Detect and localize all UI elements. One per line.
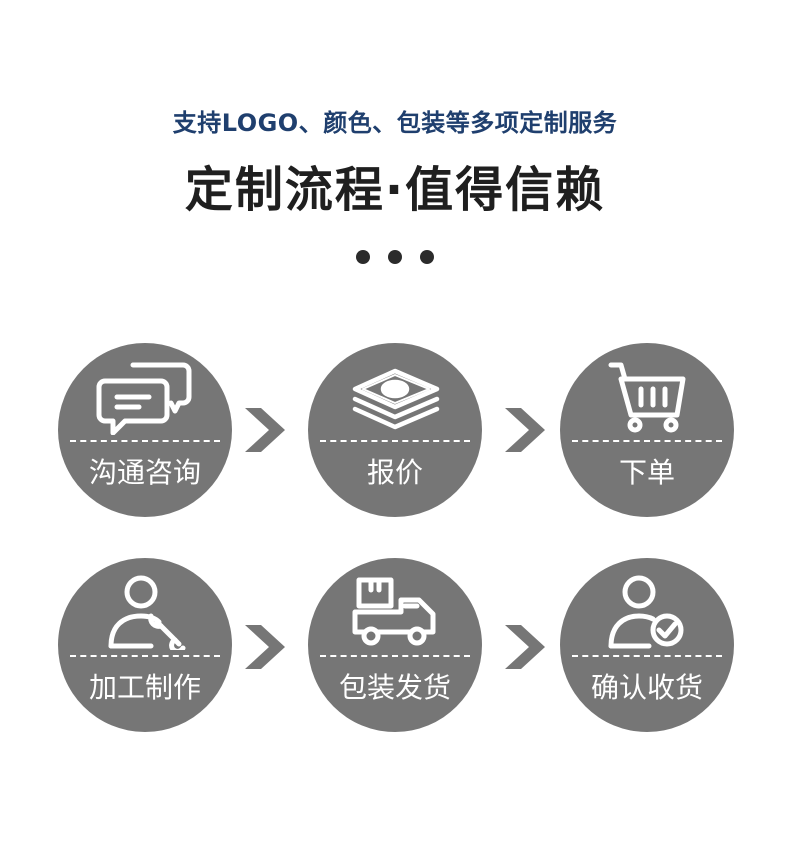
step-label: 确认收货	[590, 671, 703, 704]
chat-bubbles-icon	[96, 362, 192, 435]
dot	[388, 250, 402, 264]
divider	[70, 655, 220, 657]
divider	[572, 440, 722, 442]
worker-wrench-icon	[108, 575, 186, 650]
money-stack-icon	[352, 368, 440, 430]
step-production: 加工制作	[58, 558, 232, 732]
delivery-truck-icon	[352, 577, 436, 646]
divider	[320, 440, 470, 442]
dot	[420, 250, 434, 264]
chevron-right-icon	[245, 408, 285, 452]
dot	[356, 250, 370, 264]
chevron-right-icon	[505, 625, 545, 669]
divider	[320, 655, 470, 657]
step-label: 加工制作	[88, 671, 201, 704]
user-check-icon	[608, 575, 684, 649]
step-label: 下单	[618, 456, 675, 489]
decorative-dots	[0, 250, 790, 264]
subtitle: 支持LOGO、颜色、包装等多项定制服务	[172, 109, 618, 137]
step-order: 下单	[560, 343, 734, 517]
divider	[572, 655, 722, 657]
shopping-cart-icon	[608, 362, 686, 433]
chevron-right-icon	[505, 408, 545, 452]
step-quote: 报价	[308, 343, 482, 517]
step-label: 报价	[366, 456, 423, 489]
step-consult: 沟通咨询	[58, 343, 232, 517]
step-label: 沟通咨询	[88, 456, 201, 489]
divider	[70, 440, 220, 442]
chevron-right-icon	[245, 625, 285, 669]
step-shipping: 包装发货	[308, 558, 482, 732]
step-label: 包装发货	[338, 671, 451, 704]
page-title: 定制流程·值得信赖	[184, 162, 606, 218]
step-receipt: 确认收货	[560, 558, 734, 732]
